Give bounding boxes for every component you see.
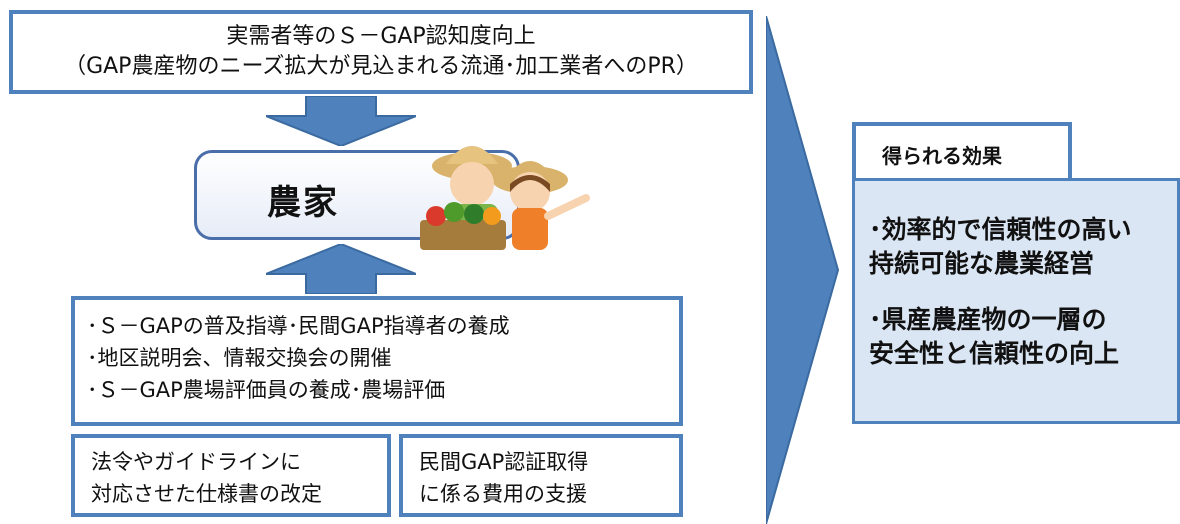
down-arrow-icon [266,96,416,146]
awareness-title: 実需者等のＳ－GAP認知度向上 [226,24,536,49]
effect-item-line: ･県産農産物の一層の [869,305,1107,334]
support-item: ･Ｓ－GAP農場評価員の養成･農場評価 [87,378,446,402]
awareness-box: 実需者等のＳ－GAP認知度向上 （GAP農産物のニーズ拡大が見込まれる流通･加工… [9,10,753,94]
support-measures-box: ･Ｓ－GAPの普及指導･民間GAP指導者の養成 ･地区説明会、情報交換会の開催 … [71,296,683,426]
cost-support-box: 民間GAP認証取得 に係る費用の支援 [399,434,683,517]
effect-item-line: 持続可能な農業経営 [869,249,1095,278]
spec-revision-box: 法令やガイドラインに 対応させた仕様書の改定 [71,434,391,517]
awareness-subtitle: （GAP農産物のニーズ拡大が見込まれる流通･加工業者へのPR） [64,54,698,79]
support-item: ･地区説明会、情報交換会の開催 [87,346,392,370]
spec-revision-line: 法令やガイドラインに [91,450,301,474]
cost-support-line: に係る費用の支援 [419,482,587,506]
effect-item-line: ･効率的で信頼性の高い [869,215,1132,244]
effects-header: 得られる効果 [852,122,1072,180]
effects-box: ･効率的で信頼性の高い 持続可能な農業経営 ･県産農産物の一層の 安全性と信頼性… [852,178,1180,424]
big-right-arrow-icon [766,16,840,524]
spec-revision-line: 対応させた仕様書の改定 [91,482,322,506]
support-item: ･Ｓ－GAPの普及指導･民間GAP指導者の養成 [87,314,510,338]
cost-support-line: 民間GAP認証取得 [419,450,589,474]
farmers-illustration [420,146,590,250]
up-arrow-icon [266,244,416,294]
farmer-label: 農家 [267,183,339,223]
effect-item-line: 安全性と信頼性の向上 [869,339,1120,368]
